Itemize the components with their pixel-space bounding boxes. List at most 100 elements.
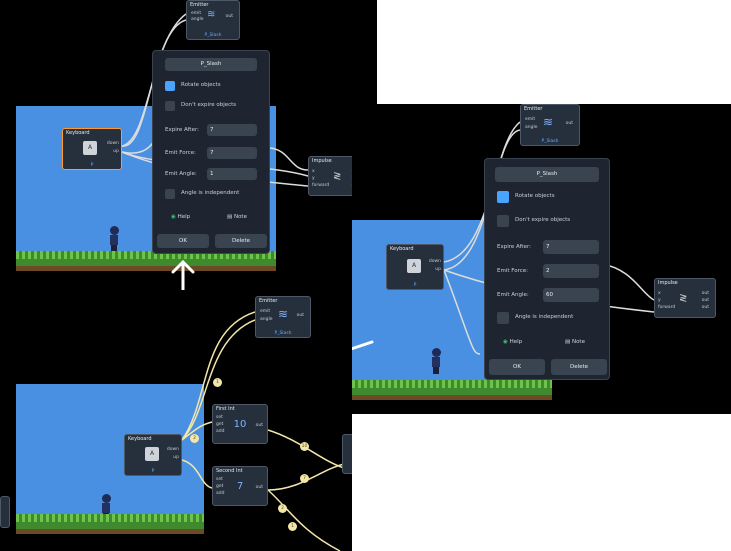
note-icon: ▤ [565, 339, 571, 345]
emitter-pin-out[interactable]: out [296, 313, 304, 318]
note-link[interactable]: ▤ Note [565, 339, 585, 345]
emitter-node[interactable]: Emitter emit angle out ≋ P_Slash [520, 104, 580, 146]
keyboard-node[interactable]: Keyboard A down up P [124, 434, 182, 476]
spring-icon: ≷ [333, 171, 342, 182]
keyboard-footer: P [90, 163, 94, 168]
whatsapp-icon: ◉ [171, 214, 176, 220]
wire-tag-6[interactable]: 1 [288, 522, 297, 531]
note-link[interactable]: ▤ Note [227, 214, 247, 220]
wire-tag-1[interactable]: 1 [213, 378, 222, 387]
top-editor-panel: Emitter emit angle out ≋ P_Slash Keyboar… [0, 0, 377, 290]
rotate-label: Rotate objects [515, 193, 555, 199]
expire-label: Don't expire objects [515, 217, 571, 223]
emitter-node[interactable]: Emitter emit angle out ≋ P_Slash [186, 0, 240, 40]
emit-angle-input[interactable]: 60 [543, 288, 599, 302]
emit-force-input[interactable]: 7 [207, 147, 257, 159]
angle-independent-checkbox[interactable] [497, 312, 509, 324]
second-int-title: Second Int [216, 468, 243, 474]
emitter-pin-angle[interactable]: angle [260, 317, 273, 322]
dirt-ground [16, 529, 204, 534]
rotate-checkbox[interactable] [497, 191, 509, 203]
delete-button[interactable]: Delete [215, 234, 267, 248]
emit-force-input[interactable]: 2 [543, 264, 599, 278]
emitter-title: Emitter [190, 2, 209, 8]
impulse-pin-forward[interactable]: forward [312, 183, 330, 188]
impulse-out-3[interactable]: out [701, 305, 709, 310]
emitter-footer: P_Slash [204, 33, 222, 38]
emitter-settings-dialog: P_Slash Rotate objects Don't expire obje… [484, 158, 610, 380]
bottom-editor-panel: 1 2 10 7 2 1 Emitter emit angle out ≋ P_… [0, 290, 352, 551]
expire-after-input[interactable]: 7 [543, 240, 599, 254]
impulse-pin-x[interactable]: x [312, 169, 315, 174]
expire-checkbox[interactable] [165, 101, 175, 111]
preset-dropdown[interactable]: P_Slash [165, 58, 257, 71]
spring-icon: ≷ [679, 293, 688, 304]
preset-dropdown[interactable]: P_Slash [495, 167, 599, 182]
angle-independent-checkbox[interactable] [165, 189, 175, 199]
impulse-title: Impulse [312, 158, 332, 164]
emitter-pin-emit[interactable]: emit [260, 309, 271, 314]
emitter-pin-out[interactable]: out [565, 121, 573, 126]
second-int-pin-add[interactable]: add [216, 491, 225, 496]
help-link[interactable]: ◉ Help [503, 339, 522, 345]
wire-tag-2[interactable]: 2 [190, 434, 199, 443]
keyboard-pin-down[interactable]: down [106, 141, 119, 146]
impulse-pin-y[interactable]: y [658, 298, 661, 303]
first-int-out[interactable]: out [255, 423, 263, 428]
emit-angle-label: Emit Angle: [165, 171, 197, 177]
keyboard-pin-down[interactable]: down [166, 447, 179, 452]
second-int-out[interactable]: out [255, 485, 263, 490]
first-int-pin-add[interactable]: add [216, 429, 225, 434]
note-label: Note [233, 214, 247, 220]
emit-force-label: Emit Force: [497, 268, 528, 274]
delete-button[interactable]: Delete [551, 359, 607, 375]
rotate-label: Rotate objects [181, 82, 221, 88]
impulse-pin-forward[interactable]: forward [658, 305, 676, 310]
impulse-node[interactable]: Impulse x y forward out out out ≷ [654, 278, 716, 318]
expire-after-input[interactable]: 7 [207, 124, 257, 136]
emit-force-label: Emit Force: [165, 150, 196, 156]
impulse-pin-y[interactable]: y [312, 176, 315, 181]
impulse-pin-x[interactable]: x [658, 291, 661, 296]
expire-after-label: Expire After: [165, 127, 199, 133]
emitter-pin-angle[interactable]: angle [525, 125, 538, 130]
wind-icon: ≋ [543, 115, 554, 129]
first-int-pin-get[interactable]: get [216, 422, 224, 427]
second-int-pin-set[interactable]: set [216, 477, 223, 482]
keyboard-pin-down[interactable]: down [428, 259, 441, 264]
wire-tag-3[interactable]: 10 [300, 442, 309, 451]
emitter-title: Emitter [524, 106, 543, 112]
keyboard-node[interactable]: Keyboard A down up P [386, 244, 444, 290]
emitter-node[interactable]: Emitter emit angle out ≋ P_Slash [255, 296, 311, 338]
emit-angle-input[interactable]: 1 [207, 168, 257, 180]
ok-button[interactable]: OK [489, 359, 545, 375]
first-int-node[interactable]: First Int set get add 10 out [212, 404, 268, 444]
expire-checkbox[interactable] [497, 215, 509, 227]
rotate-checkbox[interactable] [165, 81, 175, 91]
partial-node-right[interactable] [342, 434, 352, 474]
second-int-node[interactable]: Second Int set get add 7 out [212, 466, 268, 506]
note-label: Note [571, 339, 585, 345]
ok-button[interactable]: OK [157, 234, 209, 248]
emitter-pin-emit[interactable]: emit [525, 117, 536, 122]
keyboard-title: Keyboard [390, 246, 414, 252]
emitter-pin-emit[interactable]: emit [191, 11, 202, 16]
impulse-out-2[interactable]: out [701, 298, 709, 303]
wire-tag-5[interactable]: 2 [278, 504, 287, 513]
keyboard-pin-up[interactable]: up [113, 149, 119, 154]
help-label: Help [177, 214, 191, 220]
emitter-pin-angle[interactable]: angle [191, 17, 204, 22]
keyboard-pin-up[interactable]: up [435, 267, 441, 272]
wire-tag-4[interactable]: 7 [300, 474, 309, 483]
help-link[interactable]: ◉ Help [171, 214, 190, 220]
first-int-value: 10 [233, 419, 247, 430]
second-int-pin-get[interactable]: get [216, 484, 224, 489]
impulse-out-1[interactable]: out [701, 291, 709, 296]
first-int-pin-set[interactable]: set [216, 415, 223, 420]
player-character [430, 348, 442, 374]
keyboard-node[interactable]: Keyboard A down up P [62, 128, 122, 170]
help-label: Help [509, 339, 523, 345]
keyboard-pin-up[interactable]: up [173, 455, 179, 460]
second-int-value: 7 [236, 481, 244, 492]
emitter-pin-out[interactable]: out [225, 14, 233, 19]
